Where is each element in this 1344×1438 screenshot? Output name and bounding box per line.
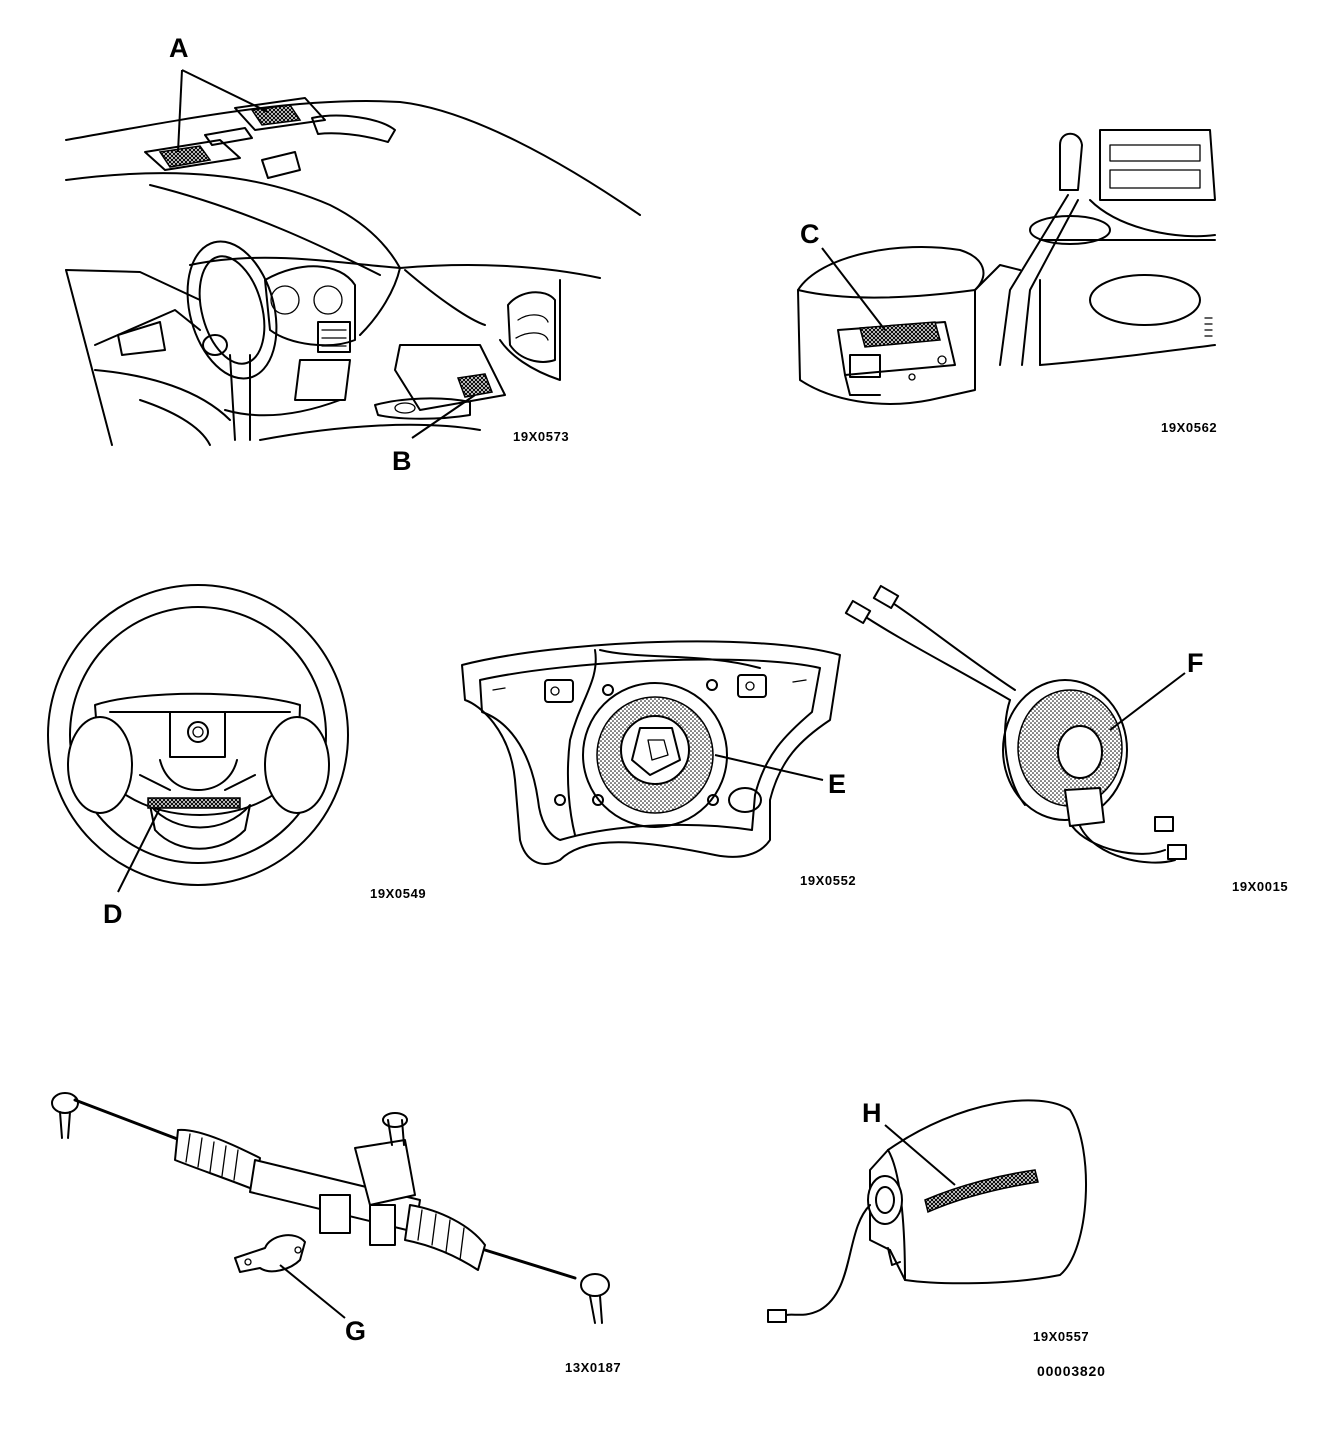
- callout-b-label: B: [392, 446, 412, 476]
- steering-wheel-illustration: [47, 584, 349, 893]
- steering-rack-illustration: [51, 1092, 610, 1324]
- callout-d-label: D: [103, 899, 123, 929]
- callout-h-label: H: [862, 1098, 882, 1128]
- dashboard-illustration: [65, 69, 641, 446]
- figure-code-clock-spring: 19X0015: [1232, 879, 1288, 894]
- callout-a-label: A: [169, 33, 189, 63]
- figure-code-airbag-module: 19X0552: [800, 873, 856, 888]
- figure-code-steering-rack: 13X0187: [565, 1360, 621, 1375]
- figure-code-dash: 19X0573: [513, 429, 569, 444]
- clock-spring-illustration: [844, 584, 1187, 864]
- airbag-module-illustration: [461, 640, 841, 865]
- callout-e-label: E: [828, 769, 846, 799]
- callout-f-label: F: [1187, 648, 1204, 678]
- figure-code-passenger-airbag: 19X0557: [1033, 1329, 1089, 1344]
- callout-c-label: C: [800, 219, 820, 249]
- center-console-illustration: [797, 129, 1216, 405]
- figure-code-steering-wheel: 19X0549: [370, 886, 426, 901]
- passenger-airbag-illustration: [767, 1099, 1088, 1323]
- figure-code-console: 19X0562: [1161, 420, 1217, 435]
- document-number: 00003820: [1037, 1363, 1106, 1379]
- callout-g-label: G: [345, 1316, 366, 1346]
